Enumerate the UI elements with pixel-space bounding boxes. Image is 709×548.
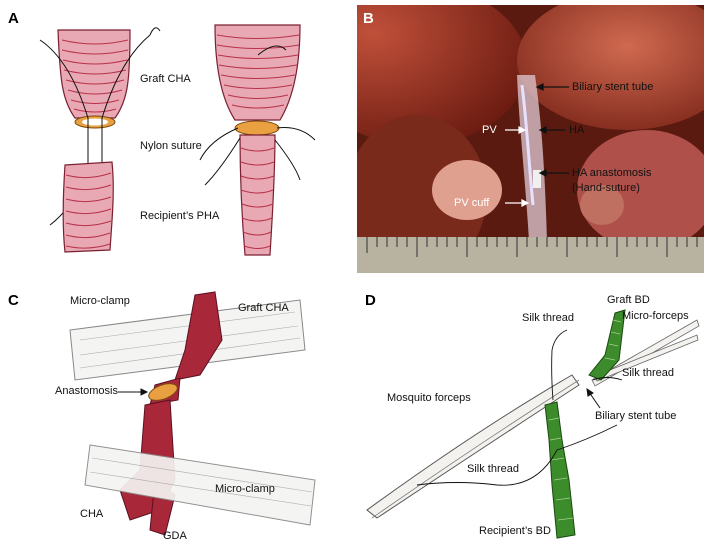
label-anastomosis: Anastomosis [55, 385, 118, 397]
panel-b-letter: B [363, 10, 374, 27]
label-recipient-bd: Recipient’s BD [479, 525, 551, 537]
arrow-stent [535, 83, 569, 91]
label-silk-thread-top: Silk thread [522, 312, 574, 324]
completed-anastomosis-vessel [199, 24, 316, 256]
panel-c-illustration [69, 291, 316, 536]
clamp-bottom-shading [89, 457, 313, 507]
recipient-pha-vessel [62, 161, 114, 253]
graft-cha-vessel [57, 29, 131, 129]
label-hand-suture: (Hand-suture) [572, 182, 640, 194]
label-gda: GDA [163, 530, 187, 542]
label-micro-clamp-top: Micro-clamp [70, 295, 130, 307]
panel-a-illustration [39, 24, 316, 256]
arrow-pv [505, 126, 527, 134]
panel-b: B Biliary stent tube PV HA HA anastomosi… [357, 5, 704, 273]
label-biliary-stent: Biliary stent tube [572, 81, 654, 93]
arrow-ha [538, 126, 565, 134]
label-graft-cha: Graft CHA [140, 73, 191, 85]
label-graft-cha-c: Graft CHA [238, 302, 289, 314]
label-recipient-pha: Recipient’s PHA [140, 210, 220, 222]
panel-d-illustration [366, 309, 700, 539]
arrow-anastomosis-c [118, 388, 149, 396]
panel-a-letter: A [8, 10, 19, 27]
label-mosquito-forceps: Mosquito forceps [387, 392, 471, 404]
label-ha-anastomosis: HA anastomosis [572, 167, 652, 179]
panel-a: A [0, 0, 350, 270]
label-silk-thread-right: Silk thread [622, 367, 674, 379]
panel-d-letter: D [365, 292, 376, 309]
arrow-pv-cuff [505, 199, 530, 207]
label-nylon-suture: Nylon suture [140, 140, 202, 152]
ruler-ticks [366, 237, 698, 257]
panel-d: D Graft BD Silk thre [357, 280, 704, 548]
label-cha: CHA [80, 508, 104, 520]
recipient-bd-texture [548, 417, 574, 521]
panel-c-letter: C [8, 292, 19, 309]
label-micro-forceps: Micro-forceps [622, 310, 689, 322]
label-biliary-stent-d: Biliary stent tube [595, 410, 677, 422]
silk-threads [416, 329, 623, 486]
graft-bd-texture [604, 319, 622, 361]
label-pv: PV [482, 124, 497, 136]
label-pv-cuff: PV cuff [454, 197, 490, 209]
panel-c: C Micro-clamp Graft CHA Anastomosis Micr… [0, 280, 350, 548]
arrow-biliary-stent-d [586, 387, 601, 409]
label-micro-clamp-bottom: Micro-clamp [215, 483, 275, 495]
surgical-photo [357, 5, 704, 273]
label-silk-thread-bottom: Silk thread [467, 463, 519, 475]
arrow-anastomosis [538, 169, 569, 177]
label-graft-bd: Graft BD [607, 294, 650, 306]
label-ha: HA [569, 124, 585, 136]
